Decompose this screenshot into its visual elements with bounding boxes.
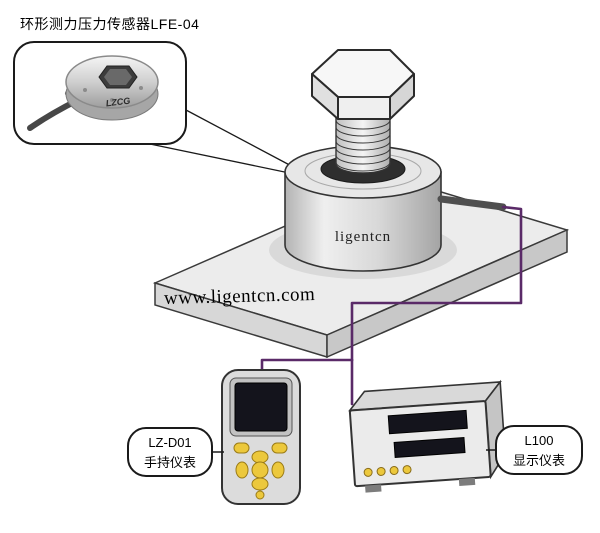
display-type: 显示仪表 — [512, 452, 565, 468]
callout-pointer-lines — [149, 109, 300, 176]
display-window-upper — [387, 409, 468, 435]
threaded-shaft — [335, 107, 391, 174]
handheld-model: LZ-D01 — [148, 435, 192, 450]
wire-main — [350, 205, 523, 362]
device-foot — [365, 484, 382, 493]
callout-bubble-handheld — [127, 427, 224, 477]
cylinder-brand-text: ligentcn — [334, 229, 392, 245]
hex-bolt-head — [311, 49, 415, 120]
display-window-lower — [393, 437, 466, 458]
display-meter — [348, 379, 506, 493]
handheld-screen — [234, 382, 288, 432]
sensor-title: 环形测力压力传感器LFE-04 — [20, 16, 200, 32]
handheld-type: 手持仪表 — [143, 454, 196, 470]
sensor-output-cable — [437, 195, 507, 211]
handheld-buttons — [233, 442, 288, 500]
handheld-label: LZ-D01 手持仪表 — [128, 433, 212, 472]
display-label: L100 显示仪表 — [496, 431, 582, 470]
display-model: L100 — [524, 433, 554, 448]
indicator-leds — [363, 465, 412, 477]
callout-bubble-sensor — [13, 41, 187, 145]
website-text: www.ligentcn.com — [163, 284, 316, 309]
callout-bubble-display — [486, 425, 583, 475]
device-foot — [458, 477, 476, 487]
ring-sensor-photo — [27, 55, 159, 131]
handheld-meter — [221, 369, 301, 505]
